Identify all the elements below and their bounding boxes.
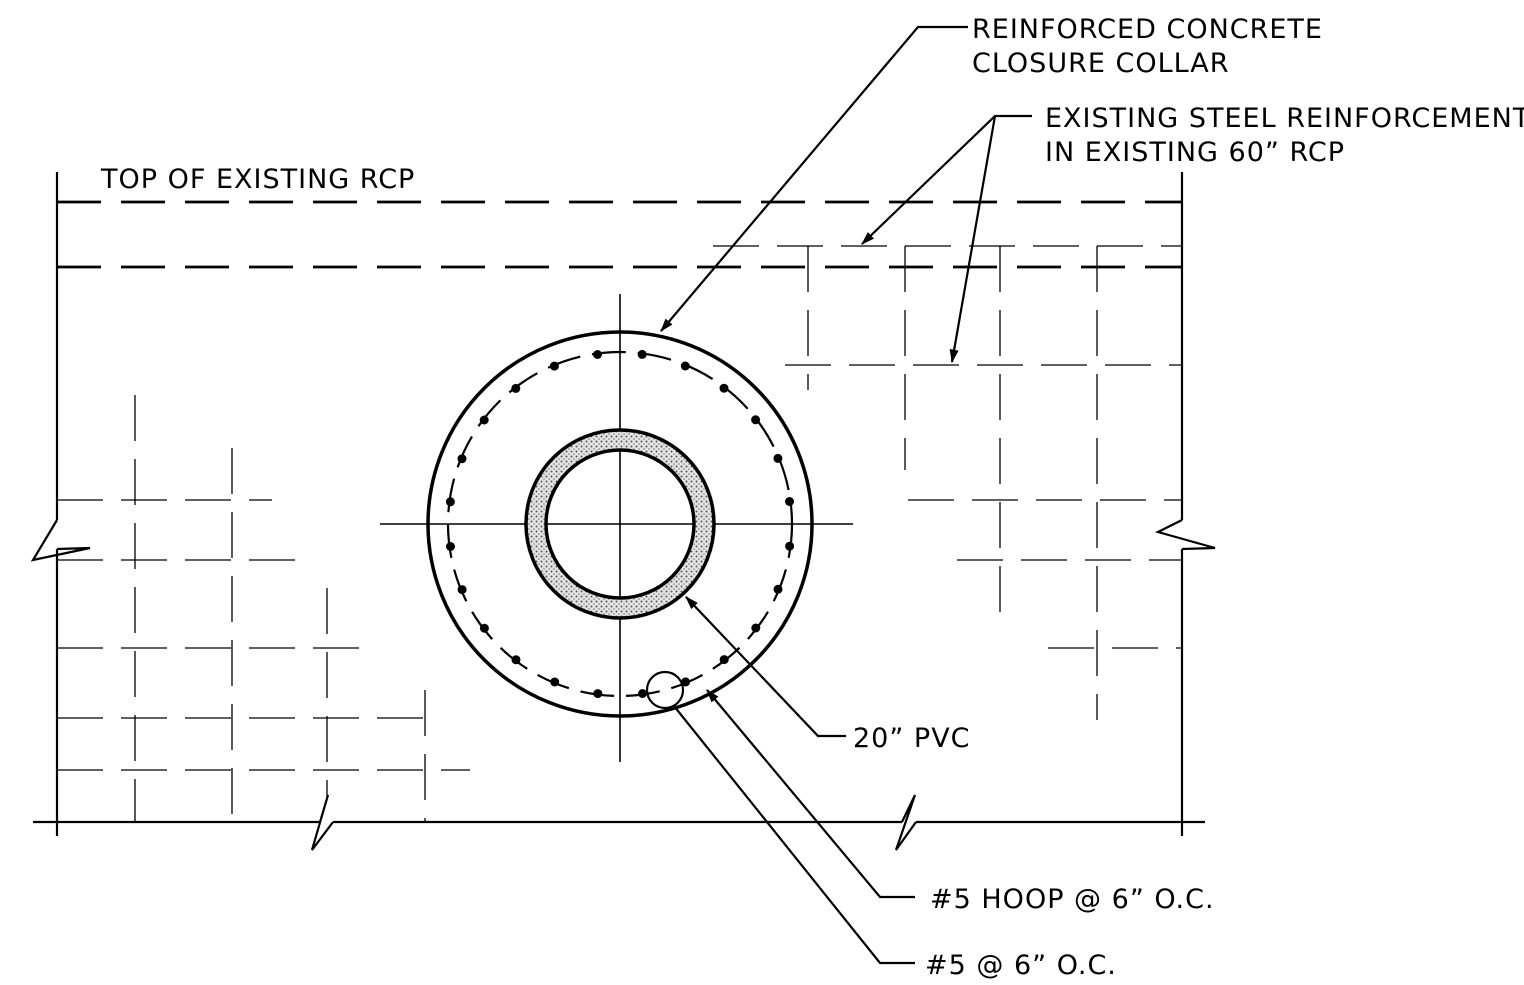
- label-top-of-rcp: TOP OF EXISTING RCP: [100, 164, 415, 195]
- label-pvc: 20” PVC: [853, 723, 971, 754]
- bar-dot: [446, 542, 455, 551]
- existing-rcp-outline: [33, 172, 1205, 836]
- bar-dot: [681, 677, 691, 687]
- label-steel-line2: IN EXISTING 60” RCP: [1045, 137, 1345, 168]
- bar-dot: [457, 585, 467, 595]
- highlighted-bar-circle: [645, 670, 685, 710]
- bar-dot: [549, 361, 559, 371]
- hoop-reinforcement-circle: [446, 350, 794, 698]
- leader-lines: [660, 25, 1032, 965]
- bar-dot: [593, 689, 603, 699]
- bar-dot: [479, 415, 489, 425]
- bar-dot: [445, 497, 455, 507]
- bar-dot: [479, 623, 489, 633]
- bar-dot: [457, 454, 467, 464]
- closure-collar-circle: [426, 330, 814, 718]
- bar-dot: [511, 383, 521, 393]
- label-hoop: #5 HOOP @ 6” O.C.: [930, 884, 1215, 915]
- bar-dot: [751, 415, 761, 425]
- label-collar-line2: CLOSURE COLLAR: [972, 48, 1230, 79]
- bar-dot: [719, 655, 729, 665]
- bar-dot: [550, 677, 560, 687]
- bar-dot: [680, 361, 690, 371]
- bar-dot: [719, 383, 729, 393]
- bar-dot: [751, 623, 761, 633]
- break-symbols: [30, 519, 1216, 851]
- bar-dot: [638, 689, 647, 698]
- label-steel-line1: EXISTING STEEL REINFORCEMENT: [1045, 103, 1524, 134]
- bar-dot: [511, 655, 521, 665]
- longitudinal-bars: [445, 349, 795, 699]
- bar-dot: [785, 497, 794, 506]
- bar-dot: [773, 584, 783, 594]
- existing-steel-reinforcement-grid: [57, 245, 1182, 822]
- bar-dot: [785, 541, 795, 551]
- pvc-pipe: [524, 428, 716, 620]
- label-collar-line1: REINFORCED CONCRETE: [972, 14, 1323, 45]
- top-of-rcp-dashed-lines: [57, 200, 1182, 269]
- label-bar: #5 @ 6” O.C.: [925, 950, 1117, 981]
- bar-dot: [637, 349, 647, 359]
- centerlines: [380, 294, 853, 762]
- bar-dot: [593, 350, 602, 359]
- bar-dot: [773, 453, 783, 463]
